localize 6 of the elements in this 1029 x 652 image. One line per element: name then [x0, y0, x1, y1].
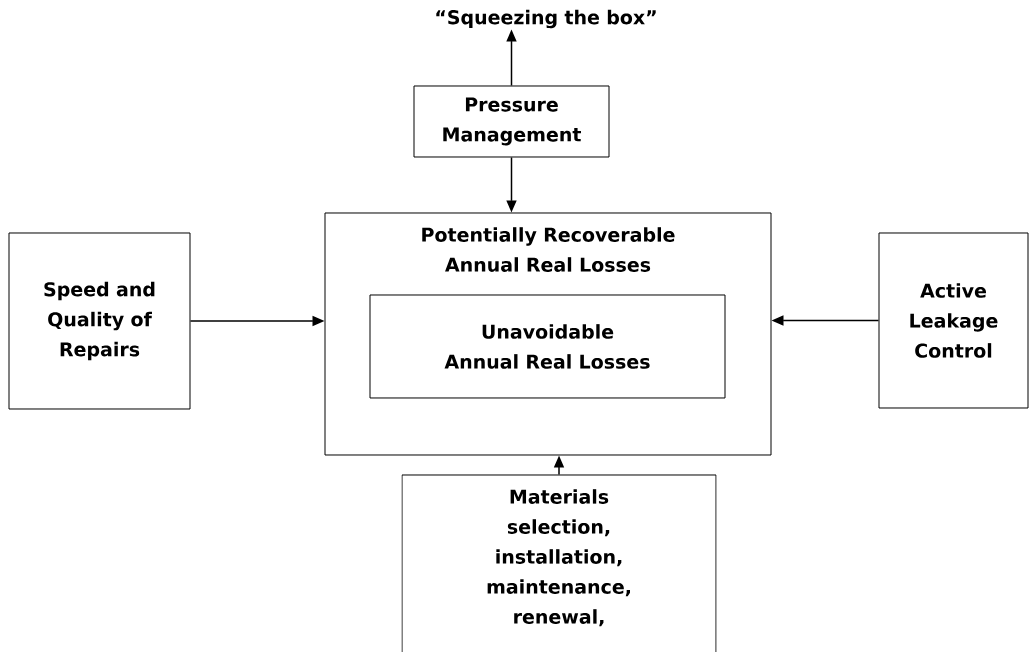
quote-text: “Squeezing the box” [436, 9, 656, 29]
process-box: Speed and Quality of Repairs [8, 232, 191, 410]
process-box: Active Leakage Control [878, 232, 1029, 409]
process-box: Unavoidable Annual Real Losses [369, 294, 726, 399]
process-box: Materials selection, installation, maintenance, renewal, [401, 474, 717, 652]
process-box: Pressure Management [413, 85, 610, 158]
